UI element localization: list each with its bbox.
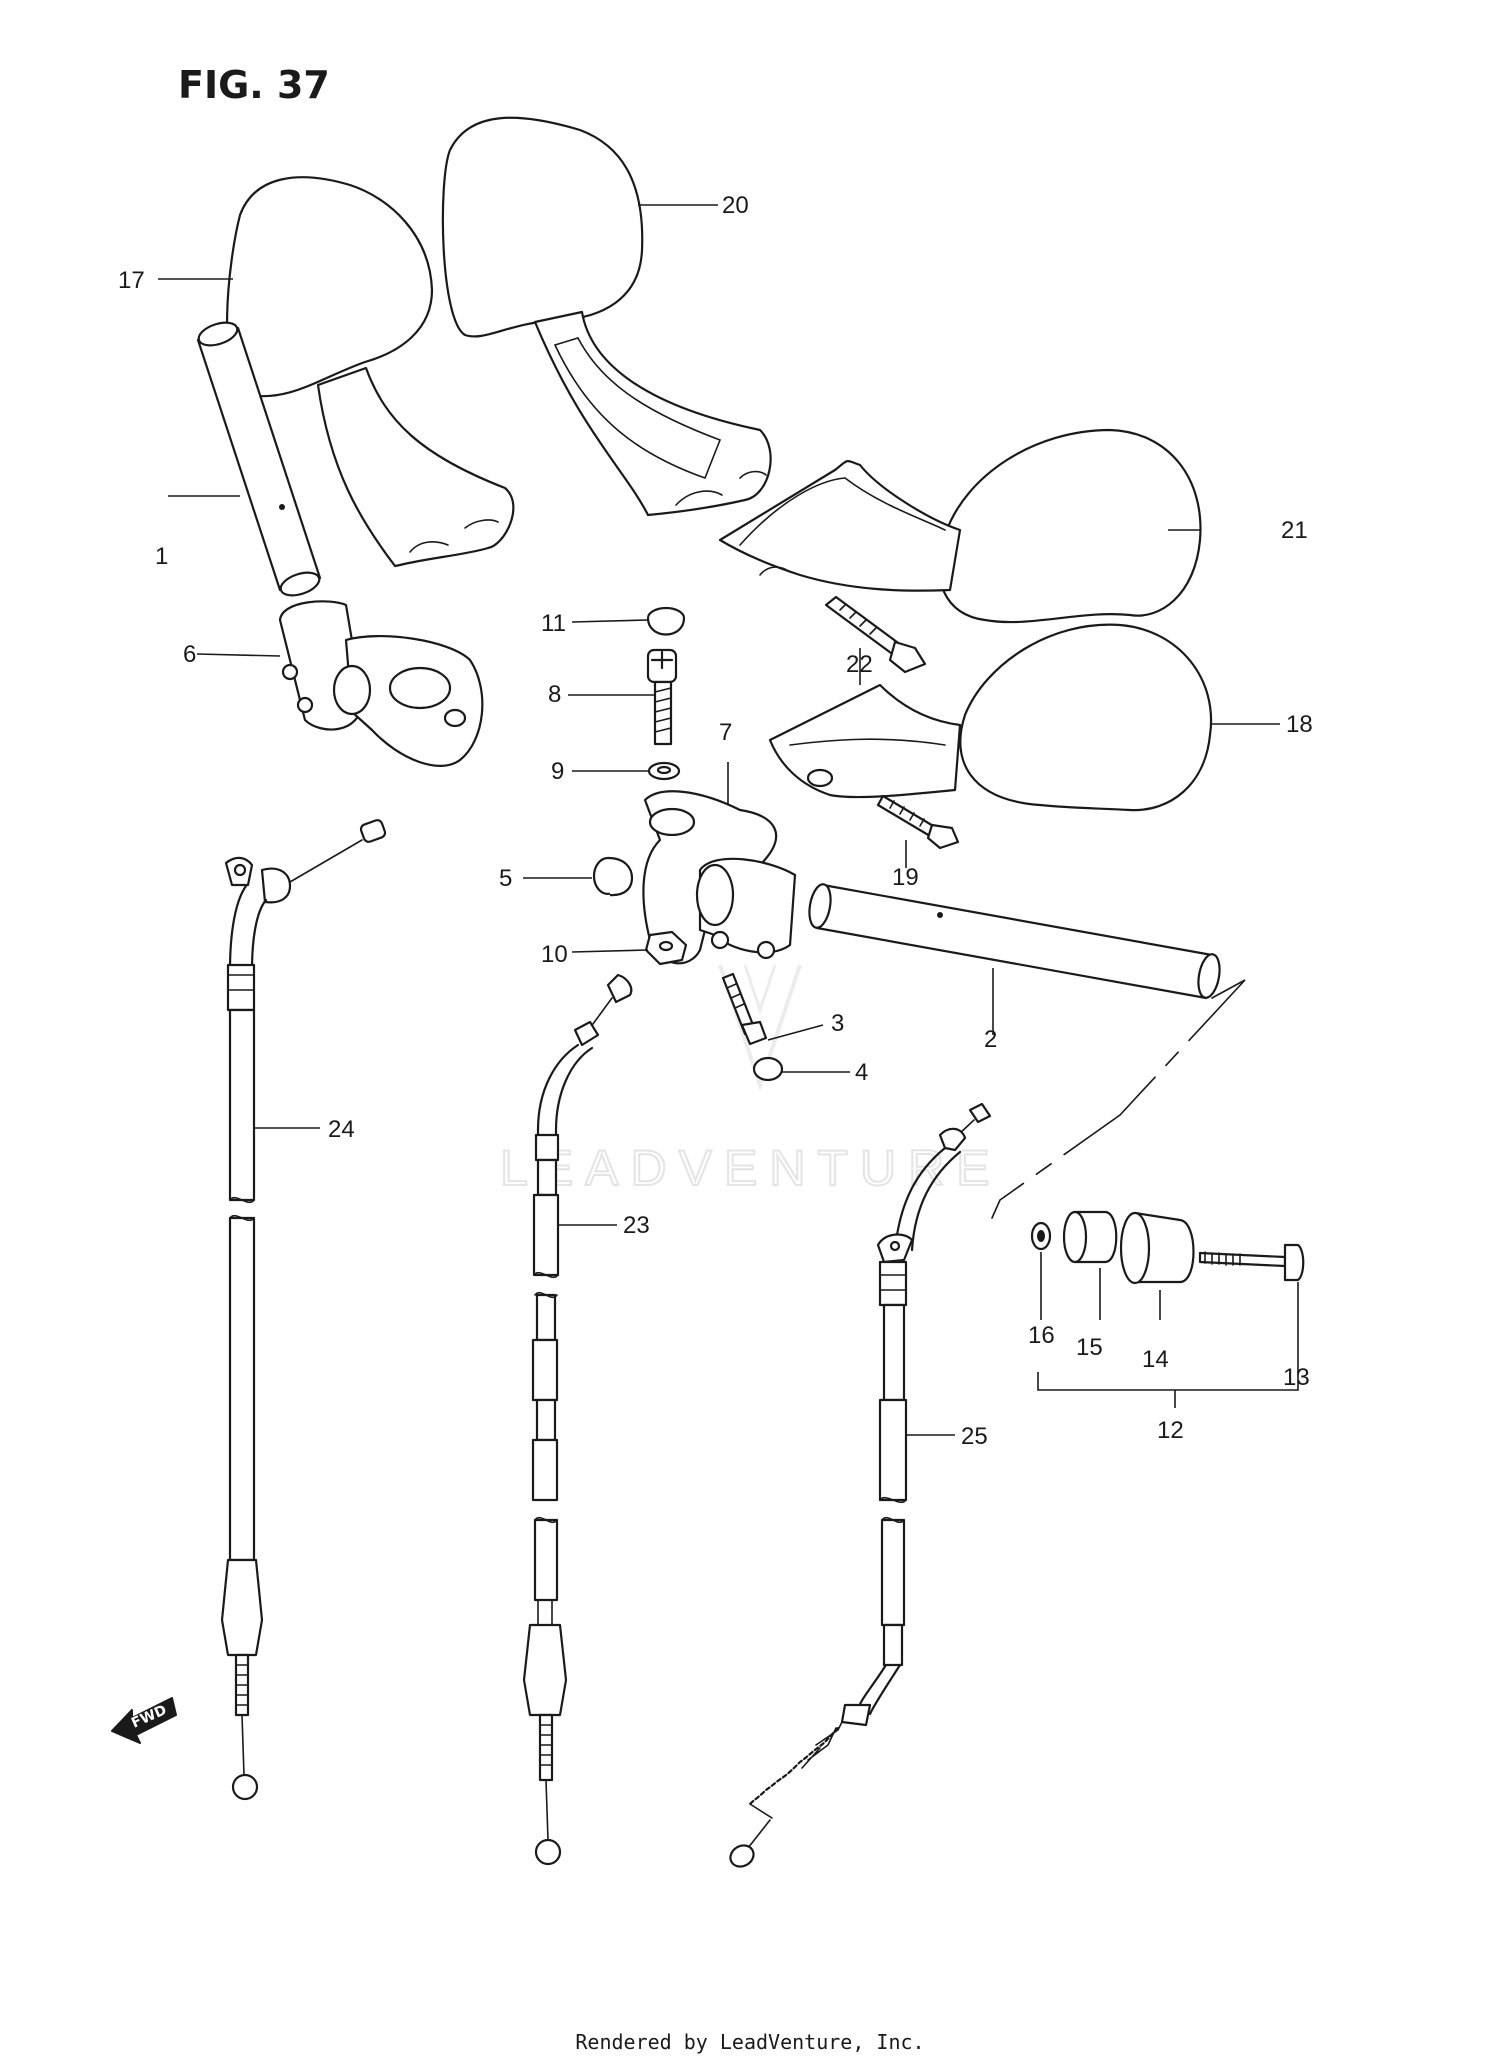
callout-5: 5	[499, 865, 512, 892]
kit-bracket	[1037, 1372, 1299, 1408]
callout-23: 23	[623, 1212, 650, 1239]
callout-19: 19	[892, 864, 919, 891]
callout-18: 18	[1286, 711, 1313, 738]
footer-credit: Rendered by LeadVenture, Inc.	[575, 2030, 925, 2054]
callout-15: 15	[1076, 1334, 1103, 1361]
callout-14: 14	[1142, 1346, 1169, 1373]
callout-4: 4	[855, 1059, 868, 1086]
part-7-right-clamp	[642, 790, 797, 965]
part-17-left-mirror	[225, 176, 515, 568]
part-3-bolt	[721, 972, 768, 1046]
callout-20: 20	[722, 192, 749, 219]
part-11-cap	[646, 606, 686, 636]
part-19-bolt	[876, 794, 960, 850]
callout-2: 2	[984, 1026, 997, 1053]
watermark-text: LEADVENTURE	[500, 1140, 1002, 1196]
part-8-bolt	[646, 648, 678, 746]
part-15-collar	[1062, 1210, 1118, 1264]
part-23-cable	[522, 973, 633, 1866]
callout-24: 24	[328, 1116, 355, 1143]
part-14-weight	[1119, 1211, 1195, 1285]
callout-8: 8	[548, 681, 561, 708]
fwd-arrow-icon: FWD	[111, 1697, 177, 1744]
leader-lines	[158, 204, 1280, 1436]
watermark: LEADVENTURE	[499, 964, 1002, 1197]
callout-9: 9	[551, 758, 564, 785]
part-24-cable	[220, 819, 387, 1801]
part-6-left-clamp	[278, 600, 484, 767]
callout-17: 17	[118, 267, 145, 294]
callout-13: 13	[1283, 1364, 1310, 1391]
part-21-right-mirror	[718, 428, 1202, 624]
figure-title: FIG. 37	[178, 63, 330, 107]
part-4-cap	[752, 1056, 784, 1082]
callout-12: 12	[1157, 1417, 1184, 1444]
part-13-screw	[1198, 1243, 1305, 1282]
callout-10: 10	[541, 941, 568, 968]
callout-21: 21	[1281, 517, 1308, 544]
part-22-bolt	[824, 595, 927, 674]
kit-leaders	[1040, 1252, 1299, 1375]
part-5-cap	[592, 856, 634, 897]
callout-16: 16	[1028, 1322, 1055, 1349]
callout-labels: 1 2 3 4 5 6 7 8 9 10 11 12 13 14 15 16 1…	[118, 192, 1313, 1450]
part-9-washer	[647, 761, 681, 781]
callout-1: 1	[155, 543, 168, 570]
part-2-right-handlebar	[808, 883, 1221, 1000]
callout-7: 7	[719, 719, 732, 746]
callout-3: 3	[831, 1010, 844, 1037]
callout-11: 11	[541, 610, 566, 637]
part-16-washer	[1030, 1221, 1052, 1251]
part-18-right-mirror	[768, 623, 1213, 812]
part-25-cable	[729, 1102, 992, 1868]
part-20-upper-mirror	[441, 116, 772, 517]
callout-25: 25	[961, 1423, 988, 1450]
callout-6: 6	[183, 641, 196, 668]
part-1-left-handlebar	[196, 321, 322, 597]
callout-22: 22	[846, 651, 873, 678]
